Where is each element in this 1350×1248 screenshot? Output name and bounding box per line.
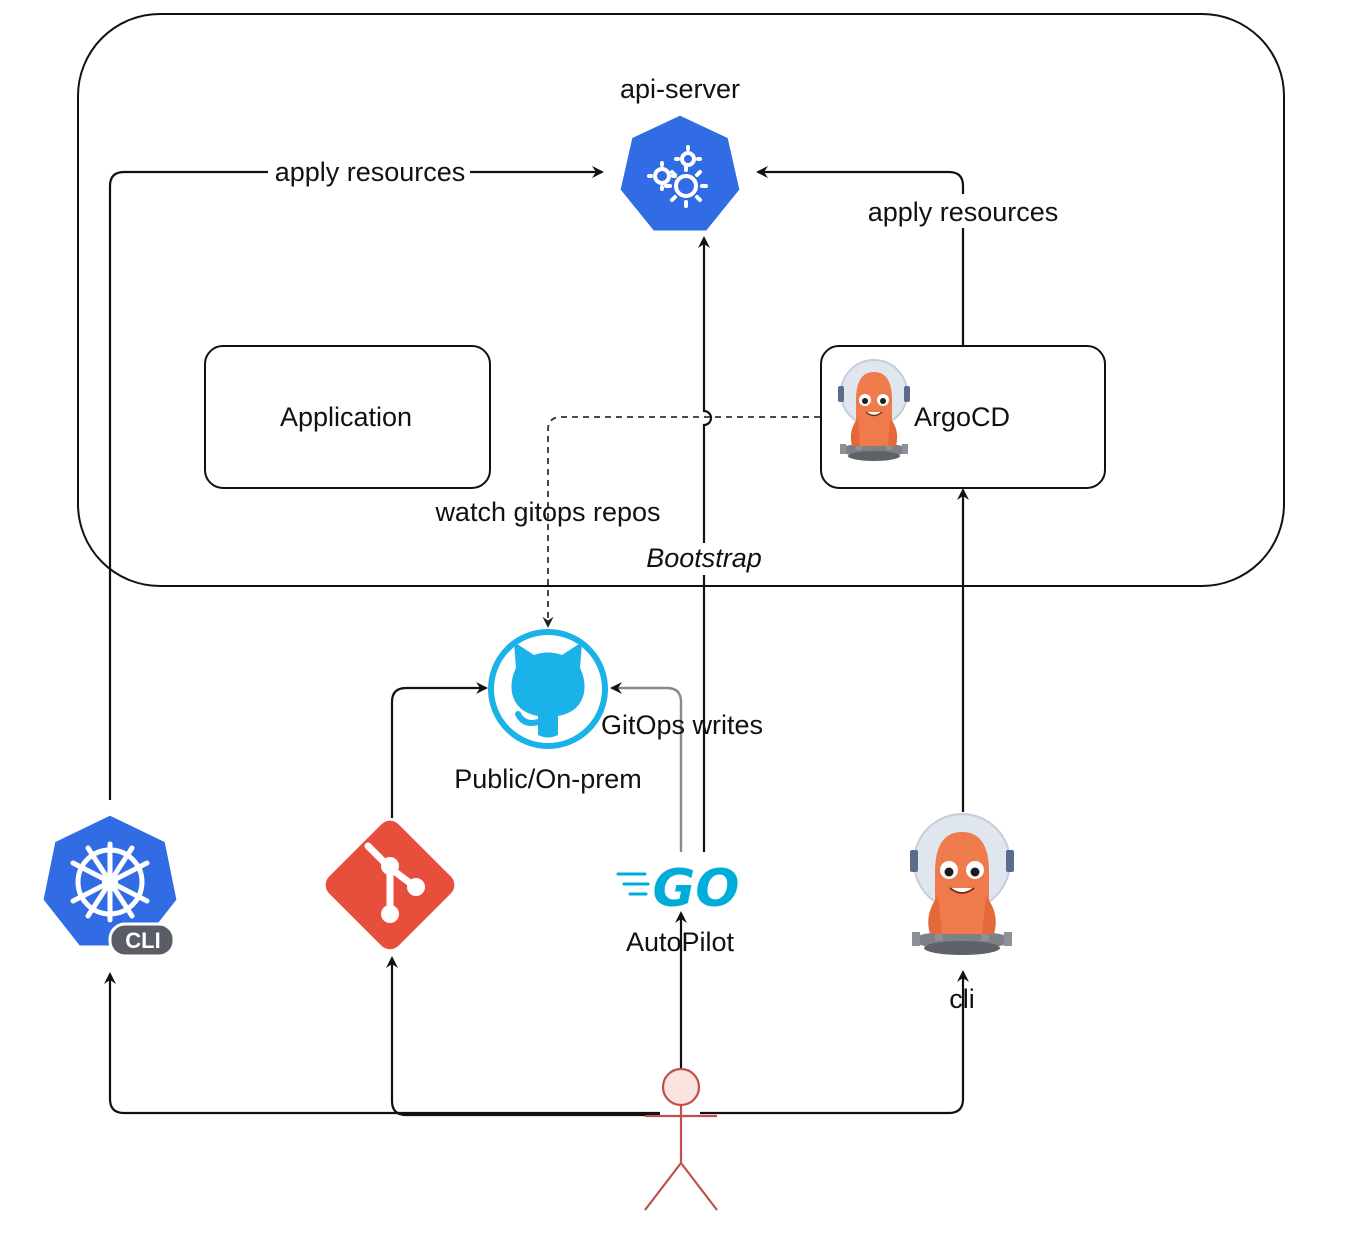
edge-bootstrap	[698, 236, 713, 852]
edge-label-argocd-apply: apply resources	[868, 197, 1059, 227]
user-node[interactable]	[644, 1067, 718, 1211]
api-server-label: api-server	[620, 74, 740, 104]
application-label: Application	[280, 402, 412, 432]
edge-git-push	[390, 682, 488, 818]
github-octocat-icon	[488, 629, 608, 749]
edge-label-kubectl-apply: apply resources	[275, 157, 466, 187]
github-node[interactable]: Public/On-prem	[454, 629, 642, 794]
cluster-boundary	[77, 13, 1285, 587]
argocd-octopus-icon	[910, 813, 1014, 955]
autopilot-node[interactable]: GO AutoPilot	[616, 859, 740, 957]
edge-user-cli	[700, 970, 969, 1115]
argocd-cli-node[interactable]: cli	[910, 813, 1014, 1014]
kubernetes-control-plane-icon	[617, 112, 743, 234]
argocd-octopus-icon	[838, 359, 910, 461]
edge-user-git	[386, 956, 660, 1117]
kubectl-node[interactable]: CLI	[40, 812, 180, 958]
edge-argocd-apply	[756, 166, 965, 345]
github-label: Public/On-prem	[454, 764, 642, 794]
argocd-node[interactable]: ArgoCD	[820, 345, 1106, 489]
go-logo-text: GO	[653, 859, 740, 919]
edge-gitops-writes	[610, 682, 683, 852]
argocd-label: ArgoCD	[914, 402, 1010, 432]
edge-label-watch-repos: watch gitops repos	[434, 497, 660, 527]
edge-label-bootstrap: Bootstrap	[646, 543, 762, 573]
go-logo-icon: GO	[616, 859, 740, 919]
autopilot-label: AutoPilot	[626, 927, 735, 957]
edge-user-kubectl	[104, 972, 660, 1115]
edge-kubectl-apply	[108, 166, 604, 800]
cli-badge: CLI	[108, 922, 176, 958]
git-node[interactable]	[321, 816, 460, 955]
user-stick-figure-icon	[644, 1067, 718, 1211]
git-logo-icon	[325, 820, 455, 950]
api-server-node[interactable]: api-server	[617, 74, 743, 234]
application-node[interactable]: Application	[204, 345, 491, 489]
argocd-cli-label: cli	[949, 984, 975, 1014]
edge-label-gitops-writes: GitOps writes	[601, 710, 763, 740]
edge-watch-repos	[542, 416, 820, 628]
cli-badge-text: CLI	[125, 928, 160, 953]
